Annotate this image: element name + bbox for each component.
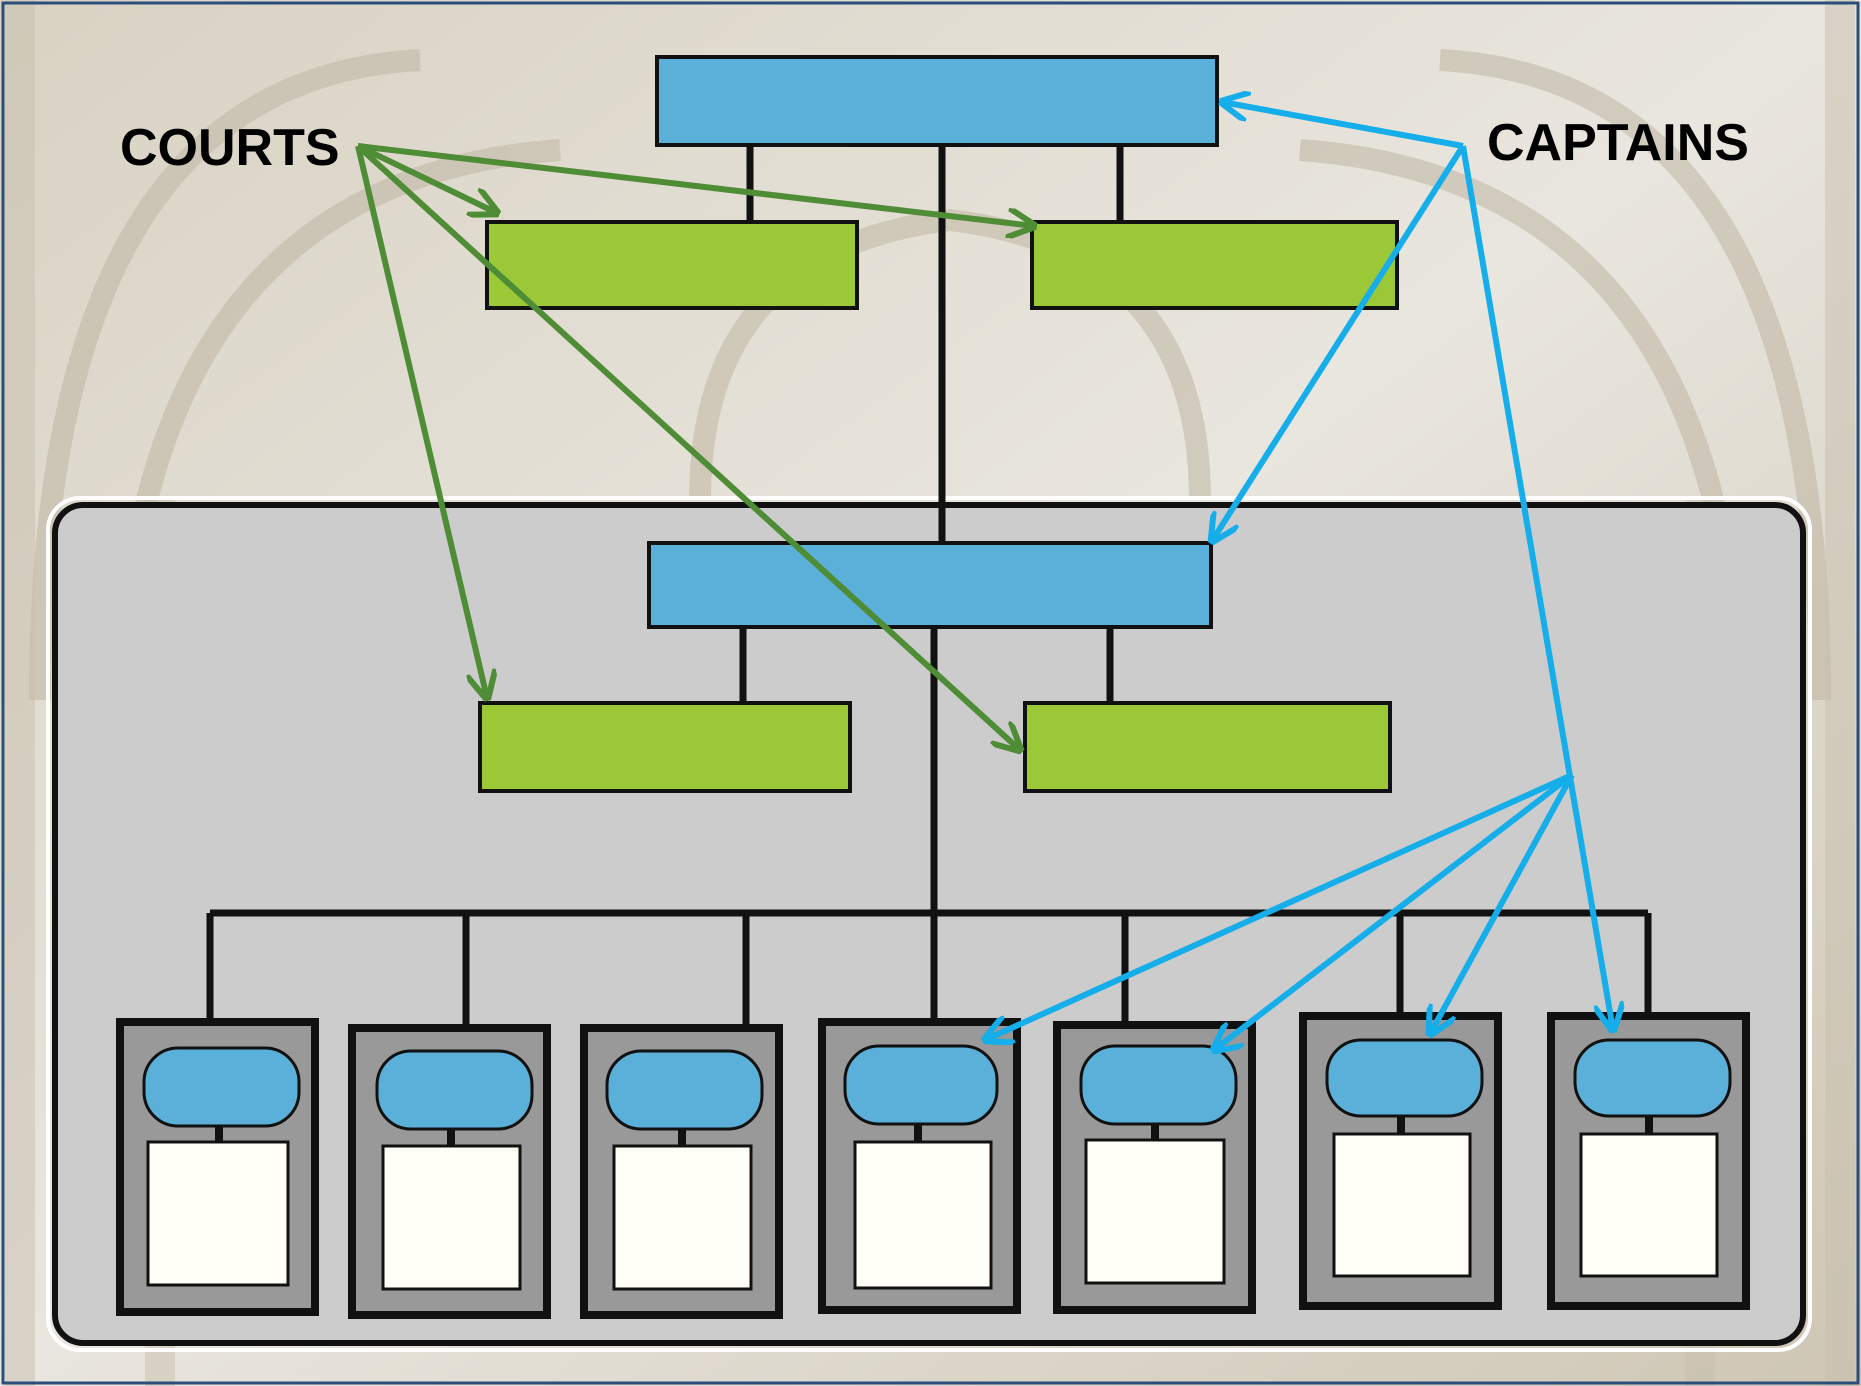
- captains-arrows: [985, 102, 1613, 1050]
- mid-green-box-left: [478, 701, 852, 793]
- captains-arrow: [985, 772, 1574, 1040]
- mid-green-box-right: [1023, 701, 1392, 793]
- captains-arrow: [1214, 772, 1574, 1050]
- mid-blue-box: [647, 541, 1213, 629]
- captains-arrow: [1222, 102, 1464, 149]
- courts-arrow: [355, 145, 487, 698]
- courts-arrows: [355, 143, 1034, 750]
- courts-arrow: [357, 143, 1034, 226]
- courts-arrow: [356, 143, 497, 213]
- unit-card: [348, 1024, 551, 1319]
- top-green-box-right: [1030, 220, 1399, 310]
- unit-card: [116, 1018, 319, 1316]
- captains-arrow: [1212, 144, 1466, 541]
- courts-label: COURTS: [120, 119, 340, 177]
- captains-label: CAPTAINS: [1487, 114, 1749, 172]
- top-green-box-left: [485, 220, 859, 310]
- unit-card: [1053, 1021, 1256, 1314]
- unit-card: [818, 1018, 1021, 1314]
- courts-arrow: [355, 143, 1020, 750]
- unit-card: [1547, 1012, 1750, 1310]
- unit-card: [580, 1024, 783, 1319]
- unit-card: [1299, 1012, 1502, 1310]
- top-blue-box: [655, 55, 1219, 147]
- captains-arrow: [1430, 773, 1575, 1034]
- captains-arrow: [1460, 145, 1613, 1030]
